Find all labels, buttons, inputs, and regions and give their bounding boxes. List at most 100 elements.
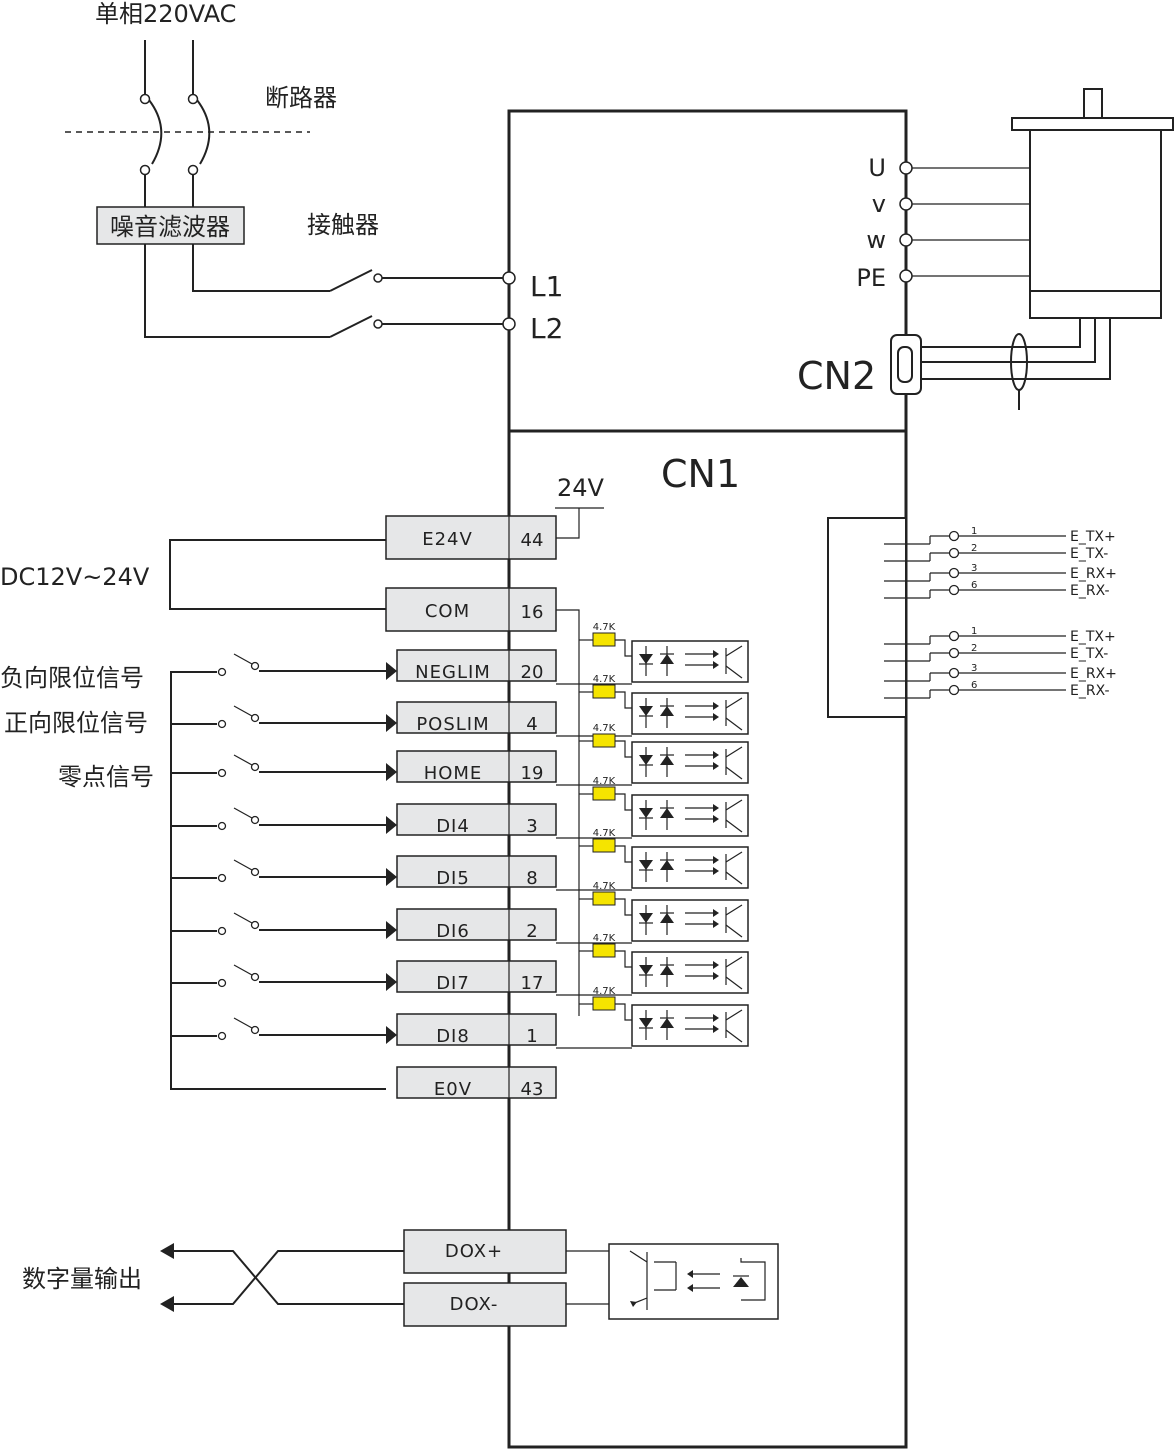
ethercat-pin-number: 2 [971,643,977,654]
supply-24v-wire-drop [556,508,580,539]
pin-name: DI8 [436,1026,470,1047]
resistor-label: 4.7K [593,933,616,944]
label-w: w [866,226,886,254]
contactor-label: 接触器 [307,211,379,239]
label-u: U [868,154,886,182]
noise-filter: 噪音滤波器 [96,206,330,338]
cn1-pin-di6: DI6 2 [396,908,557,942]
ethercat-pin-number: 6 [971,580,977,591]
terminal-l2 [502,317,516,331]
optocoupler-input: 4.7K [556,933,749,996]
pin-number: 17 [521,973,544,994]
pin-number: 1 [526,1026,537,1047]
input-switch [171,964,397,991]
pin-number: 4 [526,714,537,735]
resistor [592,891,616,906]
ethercat-signal-name: E_RX+ [1070,566,1117,582]
ethercat-pin-number: 3 [971,663,977,674]
optocoupler-input: 4.7K [556,776,749,839]
ethercat-pin-number: 1 [971,526,977,537]
common-return-bus [170,671,386,1090]
ethercat-pin-number: 6 [971,680,977,691]
pin-name: E24V [422,529,473,550]
pin-name: E0V [434,1079,472,1100]
optocoupler-input: 4.7K [556,828,749,891]
resistor-label: 4.7K [593,776,616,787]
input-switch [171,1017,397,1044]
cn1-pin-di8: DI8 1 [396,1013,557,1047]
input-switch [171,807,397,834]
pin-number: 19 [521,763,544,784]
cn1-pin-di4: DI4 3 [396,803,557,837]
optocoupler-input: 4.7K [556,881,749,944]
neglim-signal-label: 负向限位信号 [0,664,144,692]
output-label: DOX+ [445,1241,503,1262]
digital-output-label: 数字量输出 [22,1265,142,1293]
label-v: v [872,190,886,218]
resistor-label: 4.7K [593,723,616,734]
arrow-icon [160,1243,174,1259]
ethercat-port-block [827,517,907,718]
cn1-pin-home: HOME 19 [396,750,557,784]
cn1-label: CN1 [661,452,740,496]
pin-number: 20 [521,662,544,683]
input-switch [171,912,397,939]
resistor-label: 4.7K [593,622,616,633]
input-switch [171,754,397,781]
home-signal-label: 零点信号 [58,763,154,791]
resistor [592,632,616,647]
pin-name: DI4 [436,816,470,837]
resistor-label: 4.7K [593,881,616,892]
ethercat-pin-number: 1 [971,626,977,637]
dc-supply-label: DC12V~24V [0,563,150,591]
breaker-symbol [65,40,310,207]
pin-name: NEGLIM [415,662,491,683]
resistor [592,838,616,853]
ethercat-signal-name: E_TX+ [1070,529,1116,545]
optocoupler-input: 4.7K [556,674,749,737]
cn2-connector [890,318,1111,410]
supply-24v-label: 24V [557,474,605,502]
resistor-label: 4.7K [593,828,616,839]
terminal-l1 [502,271,516,285]
optocoupler-input: 4.7K [556,622,749,685]
arrow-icon [160,1296,174,1312]
ethercat-pin-number: 2 [971,543,977,554]
ethercat-signal-name: E_TX+ [1070,629,1116,645]
contactor-switches [329,269,503,338]
resistor [592,733,616,748]
label-pe: PE [856,264,886,292]
pin-number: 2 [526,921,537,942]
output-dox-minusplus: DOX+ [403,1229,609,1274]
label-l1: L1 [530,270,563,303]
resistor-label: 4.7K [593,986,616,997]
poslim-signal-label: 正向限位信号 [4,709,148,737]
pin-number: 3 [526,816,537,837]
cn1-pin-e0v: E0V 43 [396,1066,557,1100]
label-l2: L2 [530,312,563,345]
ethercat-signal-name: E_RX+ [1070,666,1117,682]
dc-supply-wire [169,539,386,610]
ethercat-signal-name: E_TX- [1070,546,1108,562]
output-label: DOX- [450,1294,499,1315]
supply-label: 单相220VAC [95,0,236,28]
ethercat-signal-name: E_RX- [1070,583,1110,599]
pin-number: 43 [521,1079,544,1100]
pin-name: DI6 [436,921,470,942]
ethercat-signal-name: E_RX- [1070,683,1110,699]
pin-name: HOME [424,763,483,784]
motor-terminals [899,161,1030,283]
input-switch [171,653,397,680]
resistor-label: 4.7K [593,674,616,685]
cn2-label: CN2 [797,354,876,398]
resistor [592,684,616,699]
optocoupler-input: 4.7K [556,723,749,786]
com-bus [556,609,580,1016]
